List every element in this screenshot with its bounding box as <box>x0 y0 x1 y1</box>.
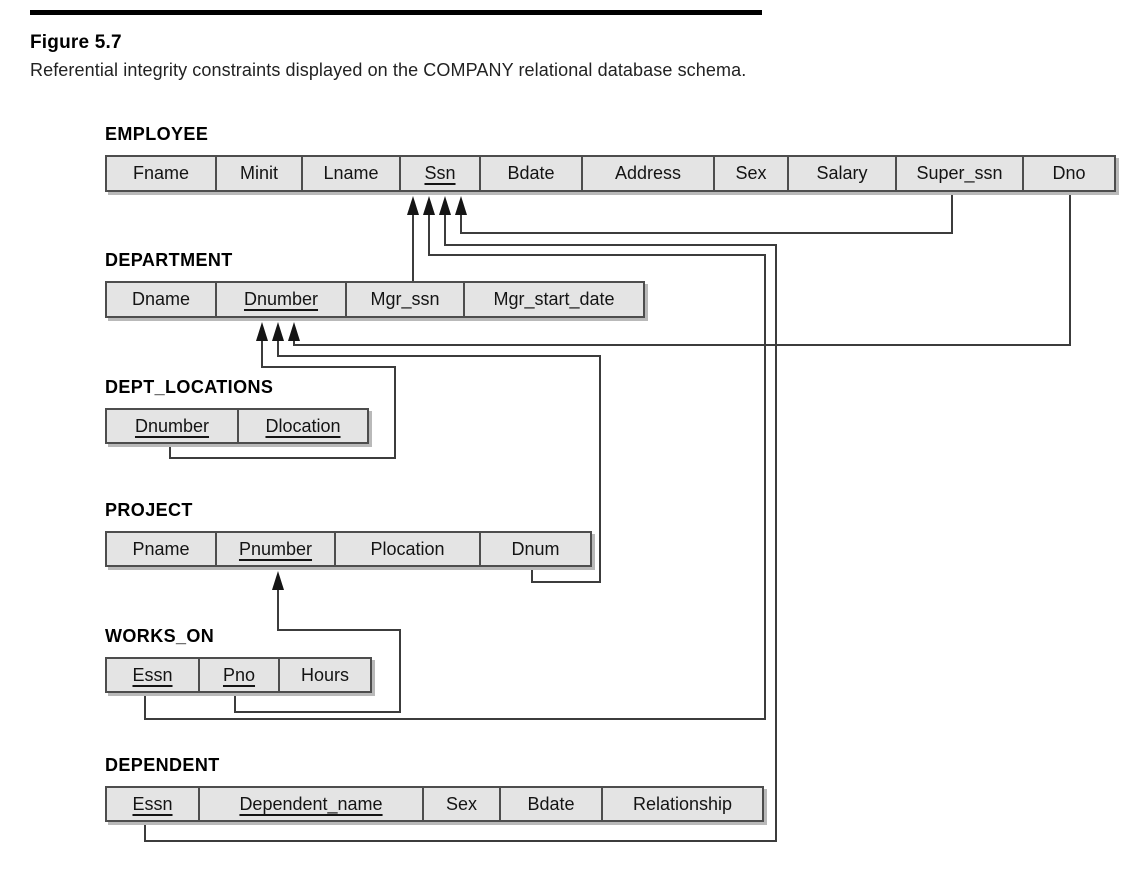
fk-dno-to-department-dnumber-arrowhead-icon <box>288 322 300 341</box>
column-label: Dnumber <box>134 415 210 436</box>
column-label: Pnumber <box>238 538 313 559</box>
fk-works-on-essn-to-employee-ssn-line <box>144 210 766 720</box>
column-label: Dnumber <box>243 289 319 309</box>
fk-super-ssn-to-employee-ssn-line <box>460 192 953 234</box>
column-dept-locations-dlocation: Dlocation <box>237 410 367 442</box>
column-label: Essn <box>132 793 173 814</box>
fk-dept-locations-dnumber-to-department-dnumber-arrowhead-icon <box>256 322 268 341</box>
fk-dependent-essn-to-employee-ssn-line <box>144 210 777 842</box>
column-works-on-pno: Pno <box>198 659 278 691</box>
fk-mgr-ssn-to-employee-ssn-arrowhead-icon <box>407 196 419 215</box>
column-department-dnumber: Dnumber <box>215 283 345 316</box>
table-row-dept-locations: Dnumber Dlocation <box>105 408 369 444</box>
column-dependent-sex: Sex <box>422 788 499 820</box>
column-label: Pno <box>222 664 256 685</box>
column-label: Address <box>614 163 682 183</box>
table-row-project: Pname Pnumber Plocation Dnum <box>105 531 592 567</box>
column-label: Mgr_ssn <box>370 289 440 309</box>
fk-works-on-essn-to-employee-ssn-arrowhead-icon <box>423 196 435 215</box>
column-project-plocation: Plocation <box>334 533 479 565</box>
table-row-works-on: Essn Pno Hours <box>105 657 372 693</box>
fk-dept-locations-dnumber-to-department-dnumber <box>169 322 396 459</box>
column-employee-lname: Lname <box>301 157 399 190</box>
column-dept-locations-dnumber: Dnumber <box>107 410 237 442</box>
column-label: Pname <box>132 538 190 559</box>
column-label: Lname <box>323 163 379 183</box>
fk-super-ssn-to-employee-ssn <box>455 192 953 234</box>
column-label: Salary <box>816 163 868 183</box>
table-title-dependent: DEPENDENT <box>105 755 220 775</box>
column-employee-address: Address <box>581 157 713 190</box>
column-department-mgr-start-date: Mgr_start_date <box>463 283 643 316</box>
column-employee-minit: Minit <box>215 157 301 190</box>
column-project-pnumber: Pnumber <box>215 533 334 565</box>
fk-super-ssn-to-employee-ssn-arrowhead-icon <box>455 196 467 215</box>
column-dependent-relationship: Relationship <box>601 788 762 820</box>
column-employee-dno: Dno <box>1022 157 1114 190</box>
column-dependent-essn: Essn <box>107 788 198 820</box>
figure-top-rule <box>30 10 762 15</box>
fk-pno-to-project-pnumber <box>234 571 401 713</box>
column-label: Mgr_start_date <box>493 289 615 309</box>
column-employee-sex: Sex <box>713 157 787 190</box>
fk-pno-to-project-pnumber-line <box>234 585 401 713</box>
column-works-on-hours: Hours <box>278 659 370 691</box>
table-row-dependent: Essn Dependent_name Sex Bdate Relationship <box>105 786 764 822</box>
column-label: Dname <box>131 289 191 309</box>
table-title-employee: EMPLOYEE <box>105 124 209 144</box>
column-label: Hours <box>300 664 349 685</box>
fk-dependent-essn-to-employee-ssn <box>144 196 777 842</box>
fk-dnum-to-department-dnumber-line <box>277 336 601 583</box>
fk-dept-locations-dnumber-to-department-dnumber-line <box>169 336 396 459</box>
column-label: Essn <box>132 664 173 685</box>
column-employee-fname: Fname <box>107 157 215 190</box>
column-label: Fname <box>132 163 190 183</box>
fk-dnum-to-department-dnumber-arrowhead-icon <box>272 322 284 341</box>
figure-caption: Referential integrity constraints displa… <box>30 60 747 80</box>
column-works-on-essn: Essn <box>107 659 198 691</box>
column-employee-salary: Salary <box>787 157 895 190</box>
column-dependent-bdate: Bdate <box>499 788 601 820</box>
column-department-dname: Dname <box>107 283 215 316</box>
column-department-mgr-ssn: Mgr_ssn <box>345 283 463 316</box>
column-label: Dependent_name <box>239 793 383 814</box>
table-title-project: PROJECT <box>105 500 193 520</box>
fk-mgr-ssn-to-employee-ssn <box>407 196 419 281</box>
table-title-department: DEPARTMENT <box>105 250 233 270</box>
column-label: Sex <box>445 793 478 814</box>
column-label: Dno <box>1052 163 1086 183</box>
column-label: Bdate <box>527 793 575 814</box>
column-label: Minit <box>239 163 278 183</box>
column-label: Super_ssn <box>916 163 1003 183</box>
column-employee-super-ssn: Super_ssn <box>895 157 1022 190</box>
table-row-employee: Fname Minit Lname Ssn Bdate Address Sex Salary S… <box>105 155 1116 192</box>
column-label: Ssn <box>424 163 456 183</box>
figure-label: Figure 5.7 <box>30 32 122 53</box>
column-project-dnum: Dnum <box>479 533 590 565</box>
column-label: Bdate <box>507 163 555 183</box>
column-employee-ssn: Ssn <box>399 157 479 190</box>
column-label: Plocation <box>370 538 445 559</box>
column-dependent-dependent-name: Dependent_name <box>198 788 422 820</box>
column-label: Relationship <box>632 793 733 814</box>
fk-dno-to-department-dnumber <box>288 192 1071 346</box>
fk-works-on-essn-to-employee-ssn <box>144 196 766 720</box>
fk-dependent-essn-to-employee-ssn-arrowhead-icon <box>439 196 451 215</box>
table-row-department: Dname Dnumber Mgr_ssn Mgr_start_date <box>105 281 645 318</box>
fk-dnum-to-department-dnumber <box>272 322 601 583</box>
column-label: Dlocation <box>265 415 341 436</box>
column-project-pname: Pname <box>107 533 215 565</box>
table-title-works-on: WORKS_ON <box>105 626 215 646</box>
table-title-dept-locations: DEPT_LOCATIONS <box>105 377 274 397</box>
column-label: Dnum <box>511 538 560 559</box>
column-label: Sex <box>735 163 767 183</box>
column-employee-bdate: Bdate <box>479 157 581 190</box>
fk-pno-to-project-pnumber-arrowhead-icon <box>272 571 284 590</box>
